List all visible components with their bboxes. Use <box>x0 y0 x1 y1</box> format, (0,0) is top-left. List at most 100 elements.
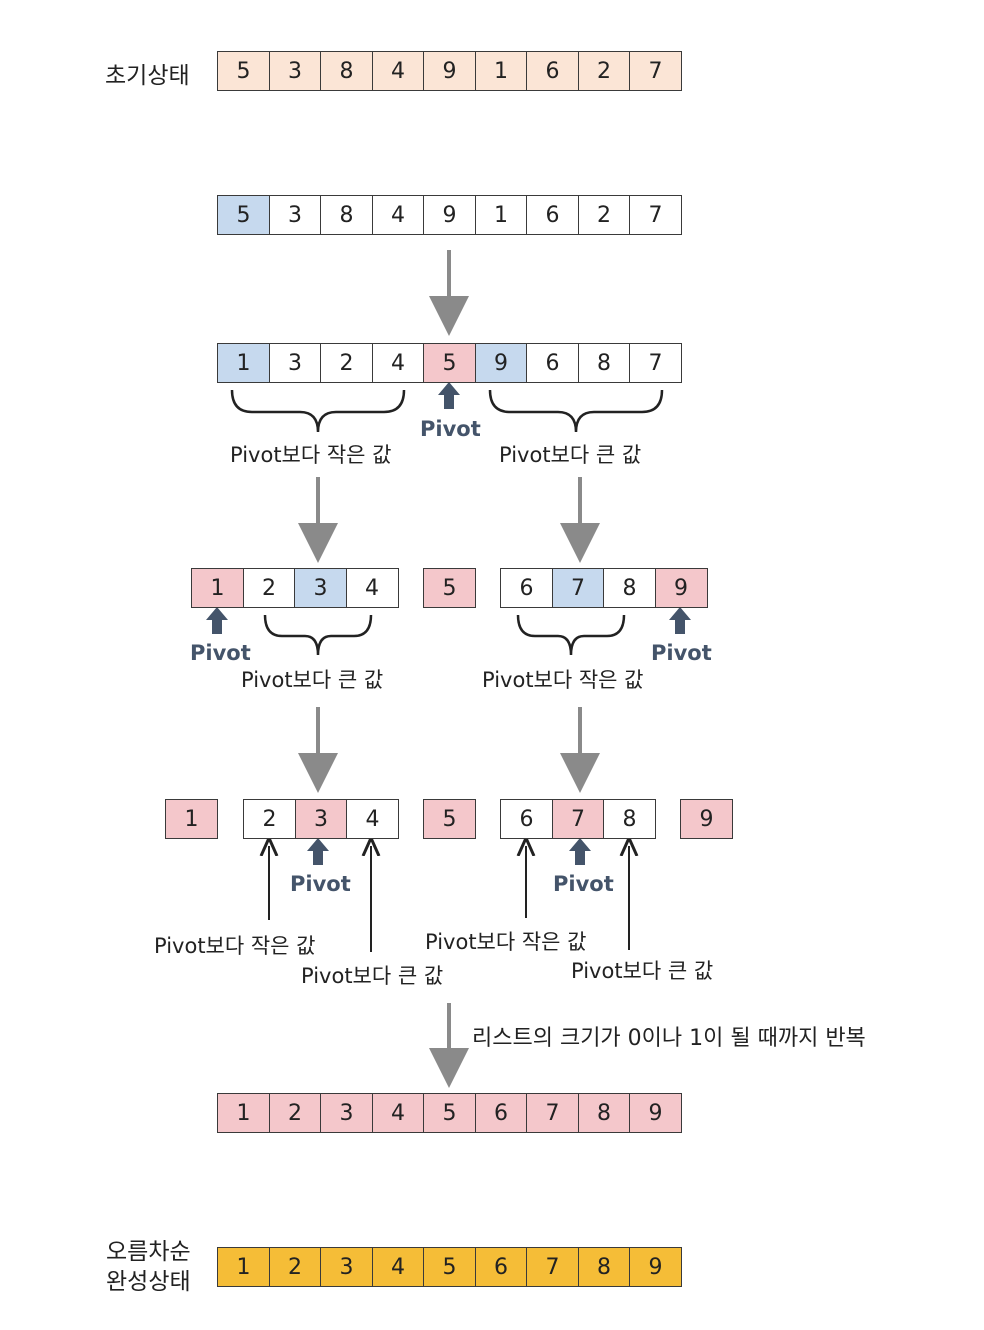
array-cell: 4 <box>371 343 425 383</box>
array-cell: 3 <box>294 799 348 839</box>
array-cell: 2 <box>577 51 631 91</box>
note-step4-smaller-left: Pivot보다 작은 값 <box>154 934 316 958</box>
array-cell: 3 <box>268 195 322 235</box>
pivot-label-step4-left: Pivot <box>290 872 351 896</box>
array-cell: 5 <box>423 1247 476 1287</box>
brace-right-larger <box>488 389 664 433</box>
array-cell: 9 <box>423 195 476 235</box>
array-cell: 3 <box>268 343 322 383</box>
array-cell: 9 <box>629 1093 682 1133</box>
array-cell: 8 <box>320 51 373 91</box>
array-cell: 9 <box>423 51 476 91</box>
array-cell: 9 <box>629 1247 682 1287</box>
array-cell: 6 <box>526 343 579 383</box>
array-cell: 6 <box>500 799 553 839</box>
pivot-arrow-step2 <box>438 382 460 409</box>
braces <box>230 389 664 656</box>
label-final-state: 오름차순 완성상태 <box>106 1237 191 1297</box>
array-cell: 3 <box>294 568 347 608</box>
array-step4-c: 5 <box>423 799 476 839</box>
note-step4-larger-right: Pivot보다 큰 값 <box>571 959 714 983</box>
label-final-line2: 완성상태 <box>106 1269 191 1295</box>
array-cell: 6 <box>474 1247 528 1287</box>
array-cell: 2 <box>268 1247 322 1287</box>
note-step2-smaller: Pivot보다 작은 값 <box>230 443 392 467</box>
array-cell: 2 <box>242 568 296 608</box>
array-cell: 1 <box>165 799 218 839</box>
note-step4-larger-left: Pivot보다 큰 값 <box>301 964 444 988</box>
pivot-label-step2: Pivot <box>420 417 481 441</box>
label-final-line1: 오름차순 <box>106 1239 191 1265</box>
pointer-arrows <box>269 846 629 952</box>
array-cell: 4 <box>346 799 399 839</box>
array-cell: 7 <box>629 195 682 235</box>
array-cell: 6 <box>474 1093 528 1133</box>
array-cell: 2 <box>268 1093 322 1133</box>
array-cell: 8 <box>577 1093 631 1133</box>
array-cell: 5 <box>217 195 270 235</box>
brace-step3-smaller <box>516 614 626 656</box>
pivot-arrow-step4-left <box>307 838 329 865</box>
array-cell: 4 <box>371 1093 425 1133</box>
note-step2-larger: Pivot보다 큰 값 <box>499 443 642 467</box>
array-cell: 3 <box>320 1093 373 1133</box>
array-cell: 2 <box>243 799 296 839</box>
array-cell: 1 <box>474 51 528 91</box>
array-cell: 5 <box>217 51 270 91</box>
array-cell: 6 <box>526 51 579 91</box>
flow-arrows <box>298 250 600 1088</box>
pivot-label-step3-left: Pivot <box>190 641 251 665</box>
note-repeat: 리스트의 크기가 0이나 1이 될 때까지 반복 <box>472 1026 866 1051</box>
array-cell: 2 <box>577 195 631 235</box>
array-step4-e: 9 <box>680 799 733 839</box>
array-cell: 7 <box>629 51 682 91</box>
array-cell: 8 <box>320 195 373 235</box>
array-step4-a: 1 <box>165 799 218 839</box>
array-cell: 1 <box>474 195 528 235</box>
pivot-arrows <box>206 382 691 865</box>
note-step3-smaller: Pivot보다 작은 값 <box>482 668 644 692</box>
label-initial-state: 초기상태 <box>105 63 190 89</box>
array-cell: 7 <box>551 799 605 839</box>
array-cell: 5 <box>423 1093 476 1133</box>
pivot-label-step4-right: Pivot <box>553 872 614 896</box>
array-cell: 9 <box>474 343 528 383</box>
array-cell: 7 <box>629 343 682 383</box>
array-cell: 5 <box>423 568 476 608</box>
array-cell: 4 <box>371 1247 425 1287</box>
array-cell: 7 <box>526 1093 579 1133</box>
array-cell: 4 <box>371 195 425 235</box>
brace-step3-larger <box>263 614 373 656</box>
array-cell: 7 <box>526 1247 579 1287</box>
array-cell: 1 <box>217 1247 270 1287</box>
array-cell: 9 <box>680 799 733 839</box>
note-step4-smaller-right: Pivot보다 작은 값 <box>425 930 587 954</box>
array-cell: 5 <box>423 799 476 839</box>
array-cell: 1 <box>191 568 244 608</box>
array-cell: 4 <box>345 568 399 608</box>
pivot-arrow-step3-right <box>669 607 691 634</box>
array-cell: 7 <box>551 568 605 608</box>
array-cell: 1 <box>217 1093 270 1133</box>
pivot-arrow-step3-left <box>206 607 228 634</box>
array-cell: 5 <box>423 343 476 383</box>
array-cell: 3 <box>268 51 322 91</box>
brace-left-smaller <box>230 389 406 433</box>
array-cell: 2 <box>320 343 373 383</box>
array-cell: 4 <box>371 51 425 91</box>
array-cell: 9 <box>654 568 708 608</box>
array-cell: 1 <box>217 343 270 383</box>
array-cell: 8 <box>603 799 656 839</box>
array-cell: 8 <box>603 568 656 608</box>
array-cell: 8 <box>577 343 631 383</box>
note-step3-larger: Pivot보다 큰 값 <box>241 668 384 692</box>
